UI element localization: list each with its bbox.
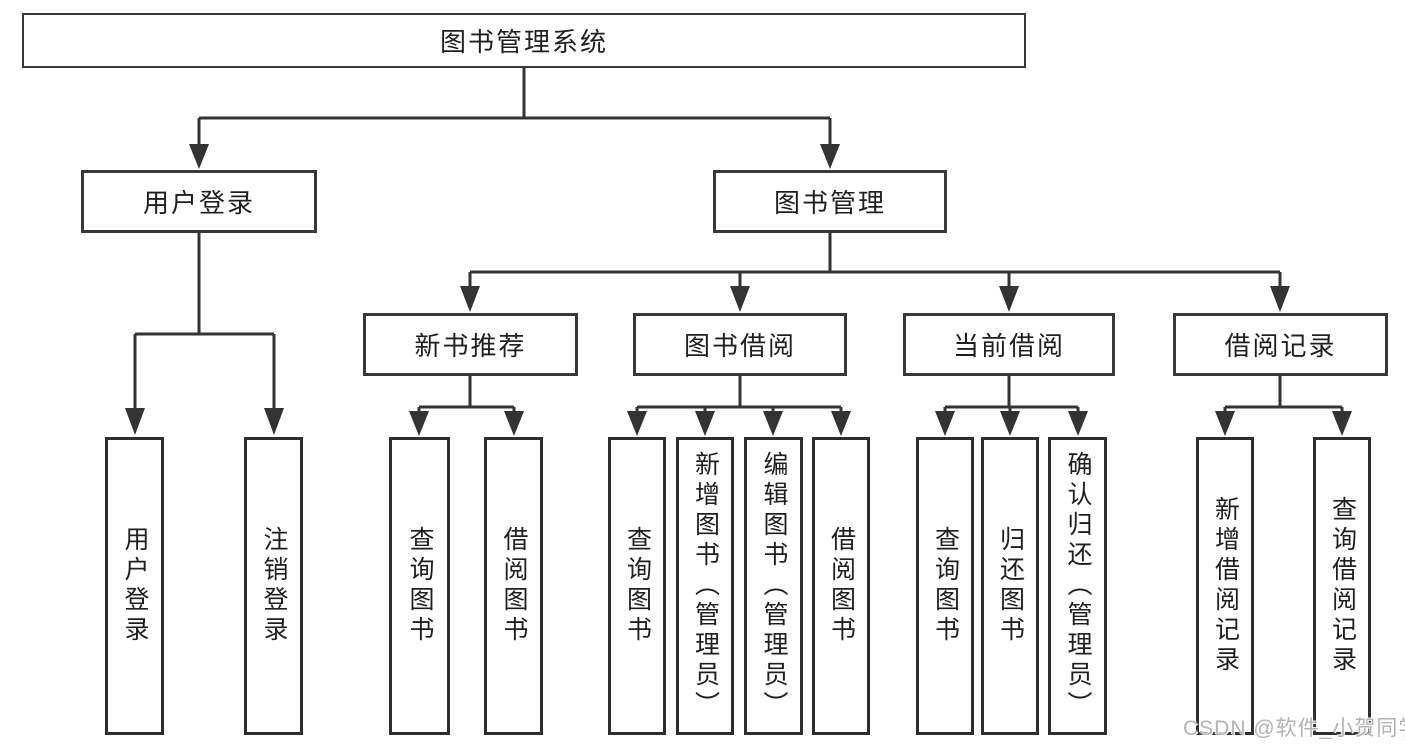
arrowhead-new-books [460,286,480,312]
leaf-nb-borrow-books: 借阅图书 [484,437,543,735]
node-root-system: 图书管理系统 [22,13,1026,68]
arrowhead-current-borrow [999,286,1019,312]
arrowhead-user-login-leaf [125,408,145,435]
leaf-cb-query-books: 查询图书 [916,437,974,735]
node-book-management: 图书管理 [713,170,947,233]
arrowhead-nb-query [409,411,429,436]
leaf-bb-borrow-books-label: 借阅图书 [827,526,856,646]
csdn-watermark: CSDN @软件_小贺同学 [1183,717,1405,740]
node-borrowing-records-label: 借阅记录 [1224,331,1337,361]
connector-user-login-branch [133,233,276,410]
leaf-br-add-record-label: 新增借阅记录 [1211,496,1240,676]
connector-book-mgmt-branch [468,233,1282,288]
leaf-cb-return-books: 归还图书 [981,437,1039,735]
leaf-bb-query-books-label: 查询图书 [623,526,652,646]
arrowhead-book-borrow [730,286,750,312]
leaf-br-add-record: 新增借阅记录 [1196,437,1254,735]
node-current-borrowing-label: 当前借阅 [952,331,1065,361]
arrowhead-cb-return [1000,411,1020,436]
leaf-user-login: 用户登录 [105,437,164,735]
arrowhead-book-mgmt [820,144,840,169]
leaf-br-query-record-label: 查询借阅记录 [1328,496,1357,676]
node-borrowing-records: 借阅记录 [1173,313,1388,376]
leaf-nb-query-books-label: 查询图书 [406,526,434,646]
leaf-bb-query-books: 查询图书 [608,437,666,735]
connector-borrow-records-group [1223,376,1344,413]
leaf-nb-query-books: 查询图书 [389,437,450,735]
leaf-bb-add-books-admin-label: 新增图书（管理员） [691,451,720,721]
connector-new-books-group [417,376,516,413]
leaf-cb-confirm-return-admin: 确认归还（管理员） [1048,437,1107,735]
arrowhead-bb-edit [763,411,783,436]
leaf-nb-borrow-books-label: 借阅图书 [500,526,528,646]
arrowhead-bb-borrow [831,411,851,436]
arrowhead-nb-borrow [504,411,524,436]
node-book-borrowing: 图书借阅 [633,313,847,376]
node-root-system-label: 图书管理系统 [439,27,608,57]
arrowhead-cb-confirm [1068,411,1088,436]
arrowhead-bb-query [627,411,647,436]
leaf-bb-edit-books-admin-label: 编辑图书（管理员） [760,451,788,721]
leaf-bb-add-books-admin: 新增图书（管理员） [676,437,734,735]
leaf-cb-query-books-label: 查询图书 [931,526,960,646]
arrowhead-br-add [1215,411,1235,436]
node-current-borrowing: 当前借阅 [903,313,1115,376]
arrowhead-bb-add [695,411,715,436]
node-book-borrowing-label: 图书借阅 [683,331,796,361]
leaf-br-query-record: 查询借阅记录 [1313,437,1371,735]
connector-book-borrow-group [635,376,843,413]
leaf-logout-label: 注销登录 [260,526,288,646]
arrowhead-cb-query [935,411,955,436]
leaf-user-login-label: 用户登录 [121,526,149,646]
node-book-management-label: 图书管理 [773,188,886,218]
arrowhead-user-login [189,144,209,169]
arrowhead-borrow-records [1270,286,1290,312]
connector-root-to-level2 [197,68,832,148]
node-user-login-label: 用户登录 [142,188,255,218]
leaf-cb-confirm-return-admin-label: 确认归还（管理员） [1064,451,1092,721]
arrowhead-logout-leaf [264,408,284,435]
node-user-login: 用户登录 [81,170,317,233]
leaf-bb-borrow-books: 借阅图书 [812,437,870,735]
leaf-cb-return-books-label: 归还图书 [996,526,1025,646]
node-new-book-recommend: 新书推荐 [363,313,578,376]
arrowhead-br-query [1332,411,1352,436]
leaf-bb-edit-books-admin: 编辑图书（管理员） [744,437,803,735]
leaf-logout: 注销登录 [244,437,303,735]
node-new-book-recommend-label: 新书推荐 [414,331,527,361]
connector-current-borrow-group [943,375,1080,413]
